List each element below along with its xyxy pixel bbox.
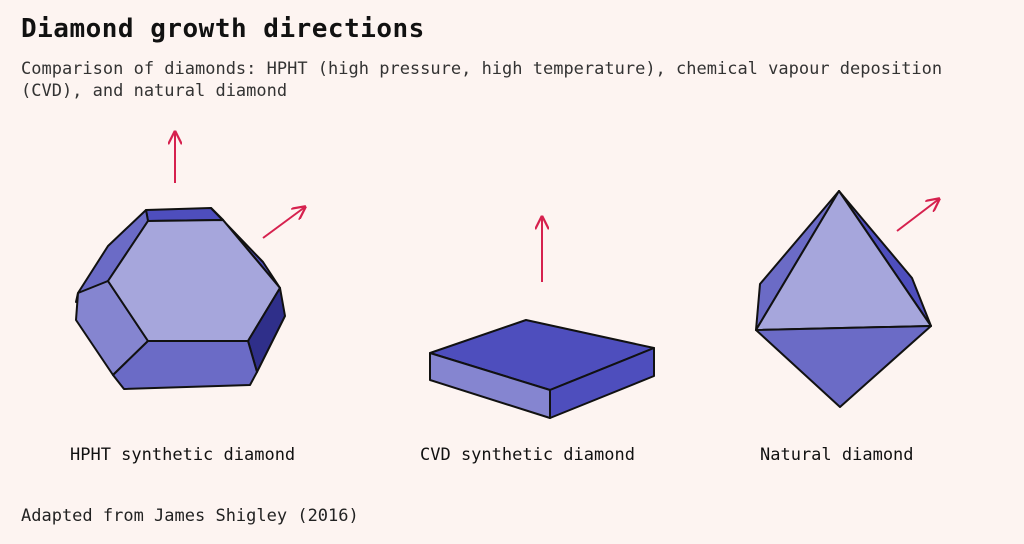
hpht-face-top — [145, 207, 224, 222]
natural-face-lower — [755, 325, 932, 408]
page-title: Diamond growth directions — [21, 14, 425, 44]
hpht-growth-arrow-diagonal — [262, 207, 305, 239]
natural-diamond-shape — [755, 190, 932, 408]
hpht-caption: HPHT synthetic diamond — [70, 445, 296, 465]
hpht-diamond-shape — [75, 207, 286, 390]
natural-caption: Natural diamond — [760, 445, 914, 465]
cvd-diamond-shape — [429, 319, 655, 419]
cvd-caption: CVD synthetic diamond — [420, 445, 635, 465]
hpht-face-bottom — [112, 340, 258, 390]
page-subtitle: Comparison of diamonds: HPHT (high press… — [21, 59, 943, 101]
natural-growth-arrow-diagonal — [896, 199, 939, 232]
source-credit: Adapted from James Shigley (2016) — [21, 506, 359, 526]
cvd-face-front-right — [549, 347, 655, 419]
